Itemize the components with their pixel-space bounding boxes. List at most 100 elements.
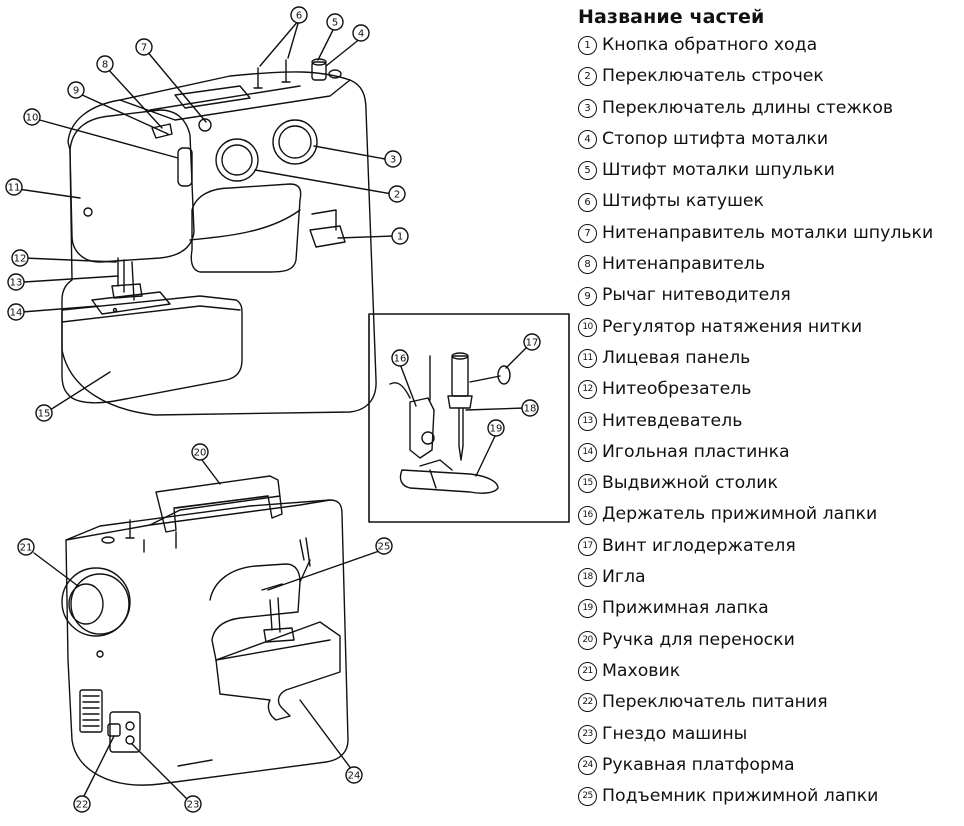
part-label: Гнездо машины — [602, 723, 748, 744]
svg-text:22: 22 — [76, 800, 89, 811]
callout-16: 16 — [391, 349, 409, 367]
callout-15: 15 — [35, 404, 53, 422]
part-label: Рычаг нитеводителя — [602, 285, 791, 306]
svg-text:7: 7 — [141, 43, 147, 54]
svg-text:12: 12 — [14, 254, 27, 265]
needle-area-icon — [117, 257, 135, 301]
part-number-badge: 11 — [578, 349, 597, 369]
svg-text:21: 21 — [20, 543, 33, 554]
reverse-button-icon — [309, 225, 346, 248]
presser-foot-icon — [399, 469, 499, 494]
part-number-badge: 16 — [578, 505, 597, 525]
part-label: Выдвижной столик — [602, 473, 778, 494]
callout-24: 24 — [345, 766, 363, 784]
part-number-badge: 20 — [578, 630, 597, 650]
part-label: Регулятор натяжения нитки — [602, 316, 863, 337]
part-label: Нитеобрезатель — [602, 379, 752, 400]
callout-10: 10 — [23, 108, 41, 126]
part-label: Кнопка обратного хода — [602, 35, 818, 55]
back-body-outline — [65, 499, 349, 786]
svg-text:2: 2 — [394, 190, 400, 201]
socket-icon — [125, 721, 135, 731]
part-number-badge: 4 — [578, 130, 597, 150]
back-view — [33, 459, 383, 801]
svg-text:25: 25 — [378, 542, 391, 553]
presser-lifter-icon — [261, 583, 283, 591]
arm-opening-icon — [190, 183, 302, 273]
handwheel-icon — [61, 567, 131, 637]
callout-20: 20 — [191, 443, 209, 461]
callout-5: 5 — [326, 13, 344, 31]
part-label: Прижимная лапка — [602, 598, 769, 619]
part-label: Переключатель питания — [602, 692, 828, 713]
part-label: Стопор штифта моталки — [602, 128, 829, 149]
part-label: Лицевая панель — [602, 347, 751, 368]
part-number-badge: 9 — [578, 286, 597, 306]
svg-text:13: 13 — [10, 278, 23, 289]
callout-25: 25 — [375, 537, 393, 555]
part-number-badge: 21 — [578, 662, 597, 682]
part-number-badge: 7 — [578, 223, 597, 243]
svg-text:4: 4 — [358, 29, 364, 40]
parts-heading: Название частей — [578, 6, 765, 28]
part-label: Переключатель строчек — [602, 66, 824, 87]
callout-9: 9 — [67, 81, 85, 99]
svg-text:3: 3 — [390, 155, 396, 166]
part-number-badge: 1 — [578, 36, 597, 56]
part-label: Игольная пластинка — [602, 441, 790, 462]
part-number-badge: 23 — [578, 724, 597, 744]
svg-text:6: 6 — [296, 11, 302, 22]
part-label: Рукавная платформа — [602, 754, 795, 775]
svg-text:10: 10 — [26, 113, 39, 124]
part-label: Переключатель длины стежков — [602, 97, 894, 118]
callout-1: 1 — [391, 227, 409, 245]
extension-table-icon — [61, 295, 243, 404]
svg-text:8: 8 — [102, 60, 108, 71]
part-number-badge: 5 — [578, 161, 597, 181]
callout-21: 21 — [17, 538, 35, 556]
callout-17: 17 — [523, 333, 541, 351]
part-number-badge: 10 — [578, 317, 597, 337]
callout-18: 18 — [521, 399, 539, 417]
part-number-badge: 17 — [578, 536, 597, 556]
stitch-length-dial-icon — [272, 119, 318, 165]
presser-foot-detail — [368, 313, 570, 523]
part-number-badge: 13 — [578, 411, 597, 431]
part-number-badge: 6 — [578, 192, 597, 212]
foot-holder-icon — [409, 397, 435, 459]
callout-6: 6 — [290, 6, 308, 24]
part-number-badge: 22 — [578, 693, 597, 713]
top-cover-icon — [119, 79, 351, 121]
callout-7: 7 — [135, 38, 153, 56]
svg-text:14: 14 — [10, 308, 23, 319]
callout-12: 12 — [11, 249, 29, 267]
svg-text:5: 5 — [332, 18, 338, 29]
part-label: Нитенаправитель моталки шпульки — [602, 222, 934, 243]
part-label: Игла — [602, 567, 646, 588]
callout-22: 22 — [73, 795, 91, 813]
part-label: Нитенаправитель — [602, 254, 766, 275]
callout-11: 11 — [5, 178, 23, 196]
callout-4: 4 — [352, 24, 370, 42]
svg-text:20: 20 — [194, 448, 207, 459]
svg-text:15: 15 — [38, 409, 51, 420]
